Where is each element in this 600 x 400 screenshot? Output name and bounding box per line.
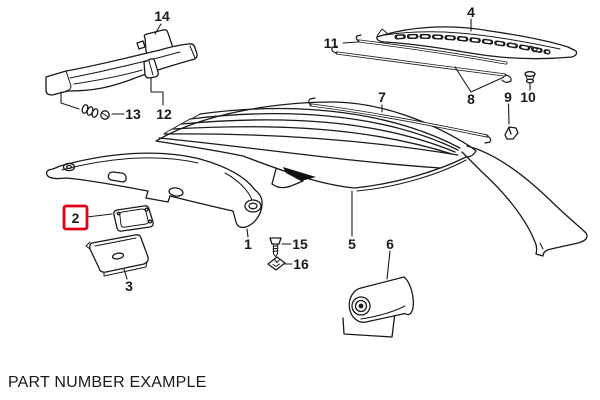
spring-coil	[91, 108, 99, 118]
handle-12-outline	[45, 43, 198, 96]
callout-3[interactable]: 3	[125, 278, 133, 294]
callout-13[interactable]: 13	[125, 106, 141, 122]
caption-part-number-example: PART NUMBER EXAMPLE	[8, 374, 207, 391]
callout-11[interactable]: 11	[324, 35, 339, 51]
callout-8[interactable]: 8	[467, 91, 475, 107]
callout-labels: 1 2 3 4 5 6 7 8 9 10 11 12 13 14 15 16	[62, 4, 536, 294]
cover-panel-3	[85, 234, 149, 277]
trim-1-inner-line	[61, 157, 253, 201]
callout-10[interactable]: 10	[520, 89, 536, 105]
headliner-edge-thickness	[356, 159, 467, 192]
clip-9-shape	[504, 126, 519, 140]
callout-7[interactable]: 7	[378, 89, 386, 105]
light-2-screw	[147, 219, 153, 224]
highlight-box-part-2[interactable]	[62, 204, 89, 231]
headliner-ribs	[158, 107, 461, 169]
callout-leader-lines	[60, 18, 531, 280]
trim-1-foot-ring	[244, 199, 262, 213]
header-trim-1	[45, 152, 263, 229]
molding-strip-7	[308, 97, 492, 144]
roll-spiral	[354, 299, 368, 313]
grab-handle-assembly	[45, 29, 198, 120]
clip-16-shape	[267, 256, 286, 271]
headliner-rib-ticks	[164, 113, 201, 134]
light-2-screw	[144, 207, 149, 212]
pin-10-base	[525, 78, 535, 84]
light-2-screw	[116, 211, 121, 216]
panel-4-hole-row-inner	[395, 35, 550, 54]
panel-4-tip-detail	[376, 28, 539, 53]
strip-7-end-hooks	[308, 97, 492, 144]
pin-10-icon	[524, 71, 536, 84]
callout-16[interactable]: 16	[293, 256, 309, 272]
interior-light-2	[113, 205, 154, 232]
handle-12-contours	[65, 45, 196, 92]
light-2-lens	[119, 208, 149, 228]
clip-16-icon	[267, 256, 286, 271]
clip-9-icon	[504, 126, 519, 140]
pin-10-head	[524, 71, 536, 77]
pillar-outline	[461, 145, 588, 257]
roll-spiral	[351, 296, 371, 316]
roll-sheet	[342, 303, 397, 338]
callout-2[interactable]: 2	[72, 210, 80, 226]
molding-strip-11	[355, 34, 508, 65]
clamp-inner-line	[148, 60, 154, 76]
roof-pillar-sweep	[461, 145, 588, 257]
callout-5[interactable]: 5	[348, 236, 356, 252]
callout-6[interactable]: 6	[386, 236, 394, 252]
screw-15-shank	[272, 243, 279, 257]
clip-16-notch	[272, 259, 280, 267]
strip-8-end-hooks	[331, 45, 512, 83]
callout-1[interactable]: 1	[244, 236, 252, 252]
trim-1-grommet	[62, 162, 76, 172]
mirror-mount-cutout	[283, 167, 316, 181]
screw-15-icon	[269, 237, 282, 257]
callout-15[interactable]: 15	[292, 236, 308, 252]
callout-4[interactable]: 4	[467, 4, 475, 20]
trim-1-hole	[168, 187, 184, 197]
strip-11-inner	[358, 40, 507, 64]
screw-15-head	[269, 237, 282, 245]
molding-strip-8	[331, 45, 512, 83]
callout-9[interactable]: 9	[504, 89, 512, 105]
mirror-mount-flap	[271, 168, 304, 189]
trim-1-grommet-inner	[65, 164, 73, 170]
trim-1-foot-ring-inner	[248, 202, 258, 210]
trim-1-slot	[107, 171, 127, 183]
pillar-foot-detail	[539, 242, 544, 250]
rear-trim-panel-4	[376, 26, 578, 60]
strip-8-inner	[336, 52, 506, 76]
callout-12[interactable]: 12	[156, 106, 172, 122]
strip-7-inner	[310, 104, 488, 137]
trim-1-outline	[45, 152, 263, 229]
screw-slot	[101, 112, 109, 118]
roll-wrap-edge	[360, 305, 406, 320]
panel-3-hole	[111, 252, 125, 260]
callout-14[interactable]: 14	[154, 8, 170, 24]
panel-4-inner-line	[384, 31, 561, 50]
roll-cylinder	[348, 276, 414, 323]
screw-13-icon	[81, 104, 110, 120]
headliner-roll-6	[342, 276, 414, 338]
roll-spiral	[358, 303, 364, 309]
strip-11-end-hook	[355, 34, 362, 42]
